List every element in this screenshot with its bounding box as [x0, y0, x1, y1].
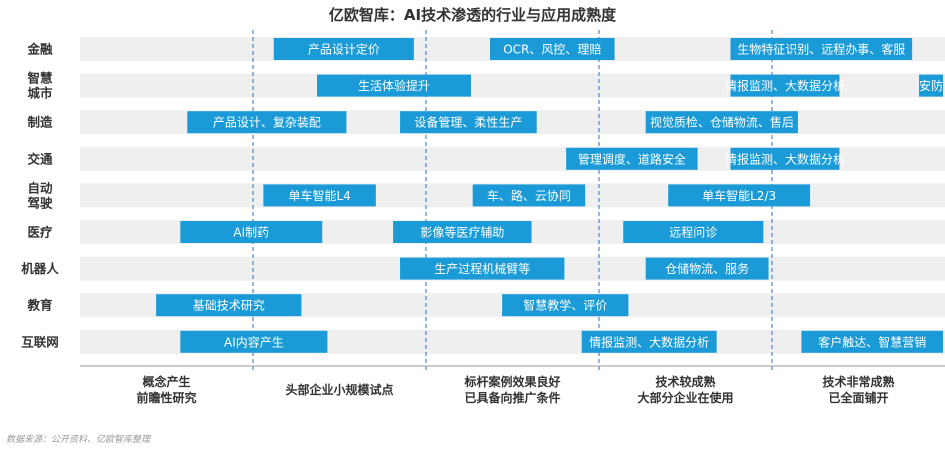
bar-label: AI内容产生: [224, 334, 284, 349]
source-note: 数据来源：公开资料、亿欧智库整理: [6, 435, 151, 445]
bar-label: 产品设计定价: [308, 42, 380, 57]
bar: [668, 184, 811, 207]
bar-label: 生物特征识别、远程办事、客服: [737, 42, 905, 57]
bar: [730, 38, 913, 60]
bar: [180, 221, 323, 243]
bar-label: 单车智能L4: [288, 188, 350, 203]
bar: [187, 111, 347, 134]
bar: [502, 294, 629, 317]
bar-label: 视觉质检、仓储物流、售后: [650, 115, 794, 130]
bar-label: 安防: [919, 78, 943, 93]
bar: [801, 330, 943, 353]
stage-labels: 概念产生前瞻性研究 头部企业小规模试点 标杆案例效果良好已具备向推广条件 技术较成熟大…: [136, 374, 894, 405]
bar-label: 单车智能L2/3: [702, 188, 776, 203]
bar: [490, 38, 615, 60]
stage-label: 概念产生前瞻性研究: [136, 374, 196, 405]
stage-label: 标杆案例效果良好已具备向推广条件: [463, 374, 560, 405]
bar: [623, 221, 764, 243]
bar-label: 生产过程机械臂等: [434, 261, 530, 276]
row-label: 制造: [27, 115, 53, 130]
bar: [730, 74, 840, 97]
stage-label: 技术非常成熟已全面铺开: [822, 374, 894, 405]
bar-label: 设备管理、柔性生产: [414, 115, 522, 130]
bar-label: 情报监测、大数据分析: [725, 151, 845, 166]
row-label: 交通: [27, 151, 53, 166]
bar: [180, 330, 328, 353]
bar: [317, 74, 471, 97]
bar-label: 管理调度、道路安全: [578, 151, 686, 166]
row-label: 金融: [26, 42, 53, 57]
bar-label: 远程问诊: [669, 225, 717, 240]
bar: [393, 221, 532, 243]
chart-title: 亿欧智库：AI技术渗透的行业与应用成熟度: [328, 6, 617, 24]
row-label: 教育: [26, 298, 53, 313]
bar-label: 基础技术研究: [193, 298, 265, 313]
bar: [581, 330, 717, 353]
bar-label: 情报监测、大数据分析: [589, 334, 709, 349]
stage-label: 技术较成熟大部分企业在使用: [637, 374, 733, 405]
bar: [400, 111, 537, 134]
row-label: 智慧城市: [26, 71, 53, 101]
bar: [400, 257, 565, 280]
bar-label: 生活体验提升: [358, 78, 430, 93]
bar: [645, 111, 798, 134]
bar-label: 车、路、云协同: [487, 188, 571, 203]
row-label: 自动驾驶: [27, 180, 53, 210]
bar: [645, 257, 769, 280]
bar: [273, 38, 414, 60]
bar-label: 客户触达、智慧营销: [818, 334, 926, 349]
bar-label: 情报监测、大数据分析: [725, 78, 845, 93]
bar: [156, 294, 302, 317]
bar: [566, 147, 698, 170]
bar-label: 仓储物流、服务: [665, 261, 749, 276]
stage-label: 头部企业小规模试点: [285, 382, 393, 397]
bar: [263, 184, 376, 207]
row-label: 医疗: [27, 225, 53, 240]
bar: [730, 147, 840, 170]
bar-label: OCR、风控、理赔: [503, 42, 601, 57]
bar-label: 产品设计、复杂装配: [213, 116, 321, 130]
row-label: 机器人: [21, 261, 59, 276]
bar: [919, 74, 943, 97]
bar-label: 影像等医疗辅助: [420, 226, 504, 240]
bar: [472, 184, 586, 207]
row-label: 互联网: [21, 334, 59, 349]
bar-label: 智慧教学、评价: [523, 298, 607, 313]
bar-label: AI制药: [233, 226, 269, 240]
